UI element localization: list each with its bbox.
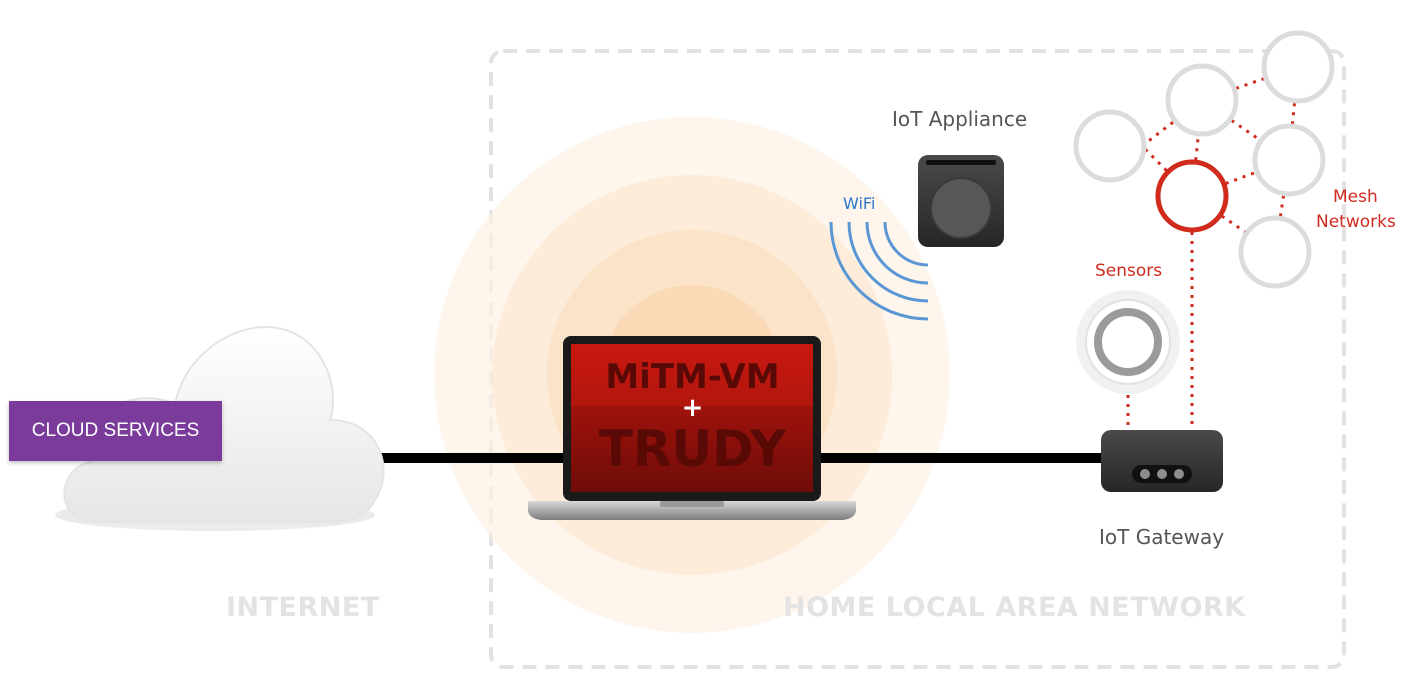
mesh-label-line1: Mesh <box>1333 187 1378 207</box>
internet-section-label: INTERNET <box>226 592 380 623</box>
wifi-icon <box>829 221 929 321</box>
mesh-node <box>1073 109 1147 183</box>
mesh-nodes <box>1073 30 1335 289</box>
laptop-screen <box>571 344 813 492</box>
mesh-node <box>1165 63 1239 137</box>
iot-appliance-label: IoT Appliance <box>892 107 1028 131</box>
iot-gateway-label: IoT Gateway <box>1099 525 1225 549</box>
mesh-node <box>1252 123 1326 197</box>
sensors-label: Sensors <box>1095 261 1163 281</box>
mesh-node <box>1261 30 1335 104</box>
iot-gateway-icon <box>1101 430 1223 492</box>
wifi-label: WiFi <box>843 194 876 213</box>
laptop-screen-line2: TRUDY <box>598 420 787 478</box>
home-lan-section-label: HOME LOCAL AREA NETWORK <box>783 592 1246 623</box>
mesh-hub-node <box>1155 159 1229 233</box>
cloud-services-badge: CLOUD SERVICES <box>9 401 222 461</box>
sensor-icon <box>1076 290 1180 394</box>
mesh-node <box>1238 215 1312 289</box>
mesh-label-line2: Networks <box>1316 212 1396 232</box>
laptop <box>528 336 856 520</box>
iot-appliance-icon <box>918 155 1004 247</box>
cloud-icon <box>55 325 385 531</box>
laptop-screen-plus: + <box>681 393 704 423</box>
laptop-screen-line1: MiTM-VM <box>605 357 780 397</box>
